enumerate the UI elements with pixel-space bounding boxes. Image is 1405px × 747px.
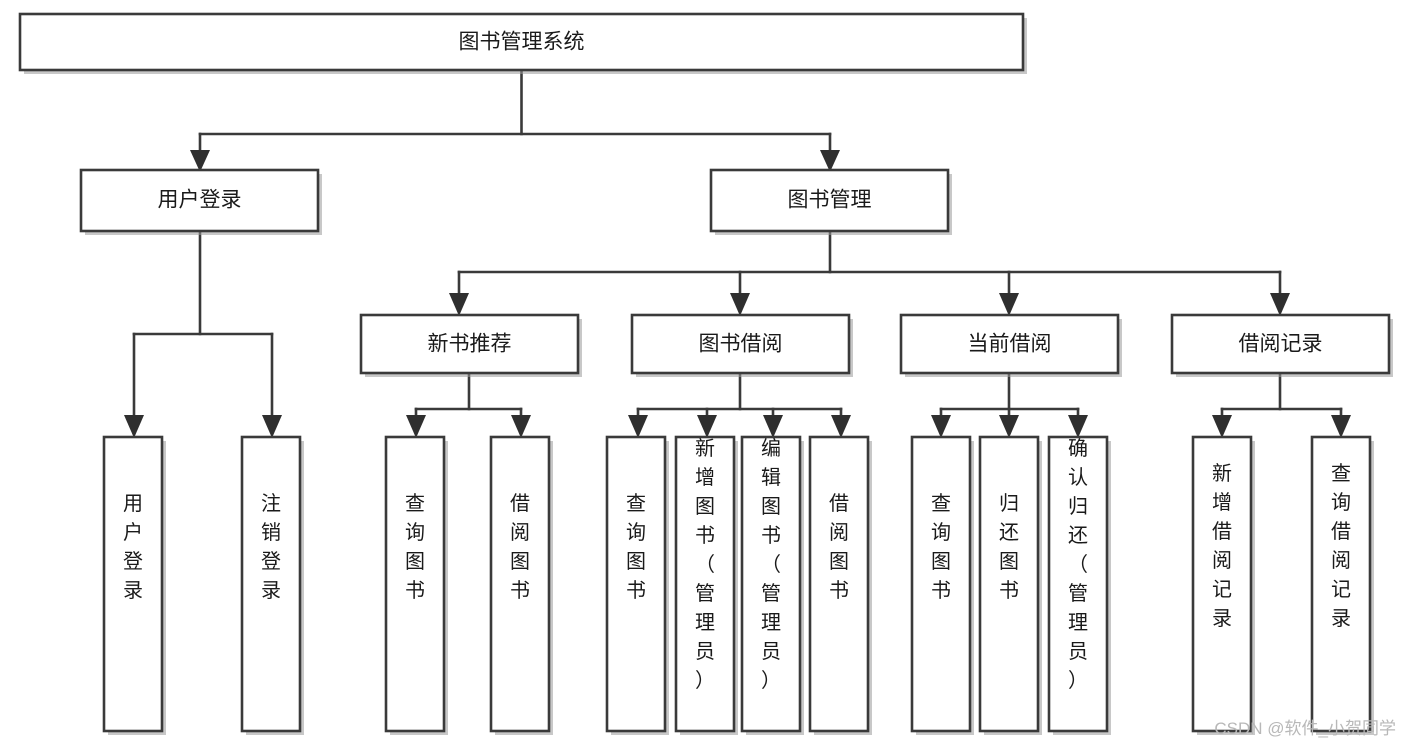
leaf-box[interactable] [605, 435, 667, 733]
arrowhead-layer [124, 150, 1351, 438]
leaf-label: 确认归还（管理员） [1068, 437, 1088, 692]
root-box[interactable] [18, 12, 1025, 72]
leaf-box[interactable] [1047, 435, 1109, 733]
arrow-to-user-login [190, 150, 210, 172]
book-borrow-label: 图书借阅 [699, 333, 783, 356]
leaf-book-borrow-3[interactable]: 编辑图书（管理员） [740, 435, 804, 735]
leaf-new-book-rec-2[interactable]: 借阅图书 [489, 435, 553, 735]
arrow-to-leaf-br-1 [1212, 415, 1232, 438]
current-borrow-box[interactable] [899, 313, 1120, 375]
arrow-to-leaf-cb-1 [931, 415, 951, 438]
leaf-label: 查询图书 [626, 492, 646, 602]
leaf-label: 归还图书 [999, 492, 1019, 602]
leaf-box[interactable] [1191, 435, 1253, 733]
leaf-label: 查询借阅记录 [1331, 462, 1351, 630]
book-borrow-box[interactable] [630, 313, 851, 375]
leaf-book-borrow-1[interactable]: 查询图书 [605, 435, 669, 735]
book-manage-label: 图书管理 [788, 189, 872, 212]
new-book-rec-label: 新书推荐 [428, 333, 512, 356]
current-borrow-label: 当前借阅 [968, 333, 1052, 356]
leaf-label: 新增借阅记录 [1212, 462, 1232, 630]
arrow-to-leaf-cb-3 [1068, 415, 1088, 438]
arrow-to-leaf-cb-2 [999, 415, 1019, 438]
leaf-box[interactable] [740, 435, 802, 733]
node-user-login[interactable]: 用户登录 [79, 168, 322, 235]
leaf-book-borrow-2[interactable]: 新增图书（管理员） [674, 435, 738, 735]
leaf-label: 用户登录 [123, 493, 143, 602]
arrow-to-leaf-br-2 [1331, 415, 1351, 438]
arrow-to-leaf-bb-2 [697, 415, 717, 438]
node-root[interactable]: 图书管理系统 [18, 12, 1027, 74]
leaf-book-borrow-4[interactable]: 借阅图书 [808, 435, 872, 735]
leaf-current-borrow-2[interactable]: 归还图书 [978, 435, 1042, 735]
arrow-to-leaf-bb-3 [763, 415, 783, 438]
leaf-label: 查询图书 [405, 492, 425, 602]
leaf-box[interactable] [1310, 435, 1372, 733]
book-manage-box[interactable] [709, 168, 950, 233]
node-new-book-rec[interactable]: 新书推荐 [359, 313, 582, 377]
arrow-to-new-book-rec [449, 293, 469, 316]
leaf-label: 借阅图书 [510, 492, 530, 602]
root-label: 图书管理系统 [459, 31, 585, 54]
leaf-box[interactable] [489, 435, 551, 733]
leaf-label: 新增图书（管理员） [695, 437, 715, 692]
arrow-to-book-borrow [730, 293, 750, 316]
leaf-current-borrow-3[interactable]: 确认归还（管理员） [1047, 435, 1111, 735]
arrow-to-leaf-bb-1 [628, 415, 648, 438]
borrow-record-label: 借阅记录 [1239, 333, 1323, 356]
leaf-box[interactable] [910, 435, 972, 733]
arrow-to-leaf-nbr-2 [511, 415, 531, 438]
leaf-label: 查询图书 [931, 492, 951, 602]
node-book-borrow[interactable]: 图书借阅 [630, 313, 853, 377]
node-borrow-record[interactable]: 借阅记录 [1170, 313, 1393, 377]
leaf-borrow-record-1[interactable]: 新增借阅记录 [1191, 435, 1255, 735]
leaf-new-book-rec-1[interactable]: 查询图书 [384, 435, 448, 735]
node-book-manage[interactable]: 图书管理 [709, 168, 952, 235]
csdn-watermark: CSDN @软件_小贺同学 [1214, 719, 1396, 738]
new-book-rec-box[interactable] [359, 313, 580, 375]
leaf-label: 借阅图书 [829, 492, 849, 602]
arrow-to-leaf-user-login [124, 415, 144, 438]
arrow-to-leaf-bb-4 [831, 415, 851, 438]
borrow-record-box[interactable] [1170, 313, 1391, 375]
leaf-box[interactable] [240, 435, 302, 733]
leaf-current-borrow-1[interactable]: 查询图书 [910, 435, 974, 735]
arrow-to-current-borrow [999, 293, 1019, 316]
leaf-box[interactable] [808, 435, 870, 733]
leaf-label: 注销登录 [261, 492, 281, 602]
user-login-box[interactable] [79, 168, 320, 233]
arrow-to-leaf-logout [262, 415, 282, 438]
leaf-label: 编辑图书（管理员） [761, 437, 781, 692]
leaf-borrow-record-2[interactable]: 查询借阅记录 [1310, 435, 1374, 735]
arrow-to-borrow-record [1270, 293, 1290, 316]
leaf-user-login-2[interactable]: 注销登录 [240, 435, 304, 735]
leaf-box[interactable] [674, 435, 736, 733]
arrow-to-book-manage [820, 150, 840, 172]
leaf-user-login-1[interactable]: 用户登录 [102, 435, 166, 735]
leaf-box[interactable] [102, 435, 164, 733]
user-login-label: 用户登录 [158, 189, 242, 212]
node-current-borrow[interactable]: 当前借阅 [899, 313, 1122, 377]
leaf-box[interactable] [384, 435, 446, 733]
leaf-box[interactable] [978, 435, 1040, 733]
arrow-to-leaf-nbr-1 [406, 415, 426, 438]
